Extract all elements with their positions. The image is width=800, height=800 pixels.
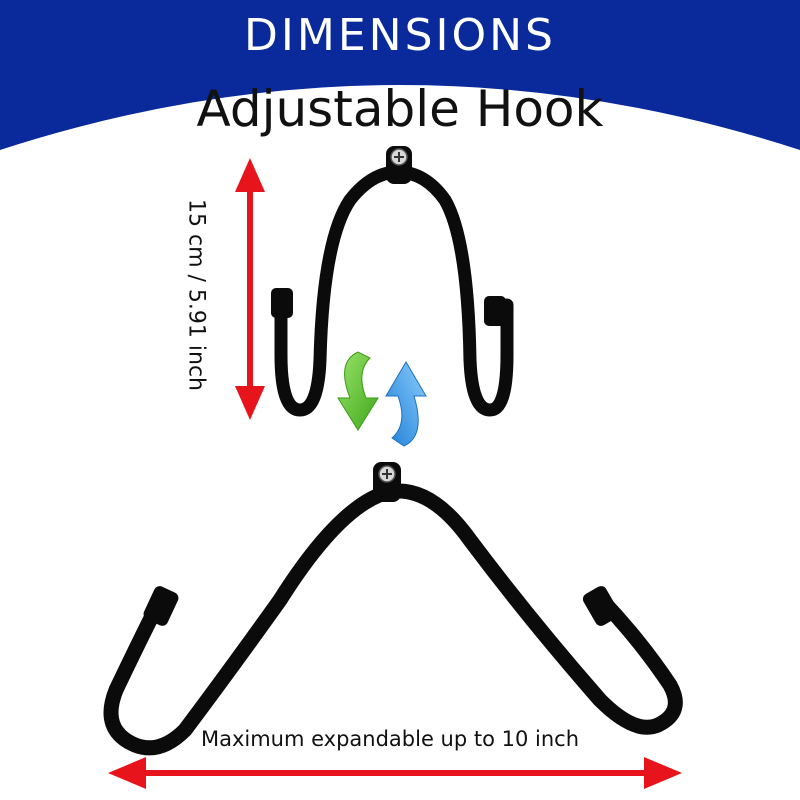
green-arrow-icon: [337, 351, 379, 431]
expanded-hook-parts: [143, 462, 620, 626]
width-arrow: [108, 757, 682, 789]
blue-arrow-icon: [385, 361, 427, 447]
page-title: Adjustable Hook: [196, 80, 604, 138]
closed-hook-parts: [271, 146, 506, 326]
width-dimension-label: Maximum expandable up to 10 inch: [200, 727, 580, 751]
expanded-hook: [103, 483, 683, 756]
banner-background: [0, 0, 800, 150]
height-arrow: [235, 158, 265, 420]
closed-hook: [274, 165, 514, 417]
banner-title: DIMENSIONS: [244, 10, 556, 61]
height-dimension-label: 15 cm / 5.91 inch: [183, 199, 209, 391]
